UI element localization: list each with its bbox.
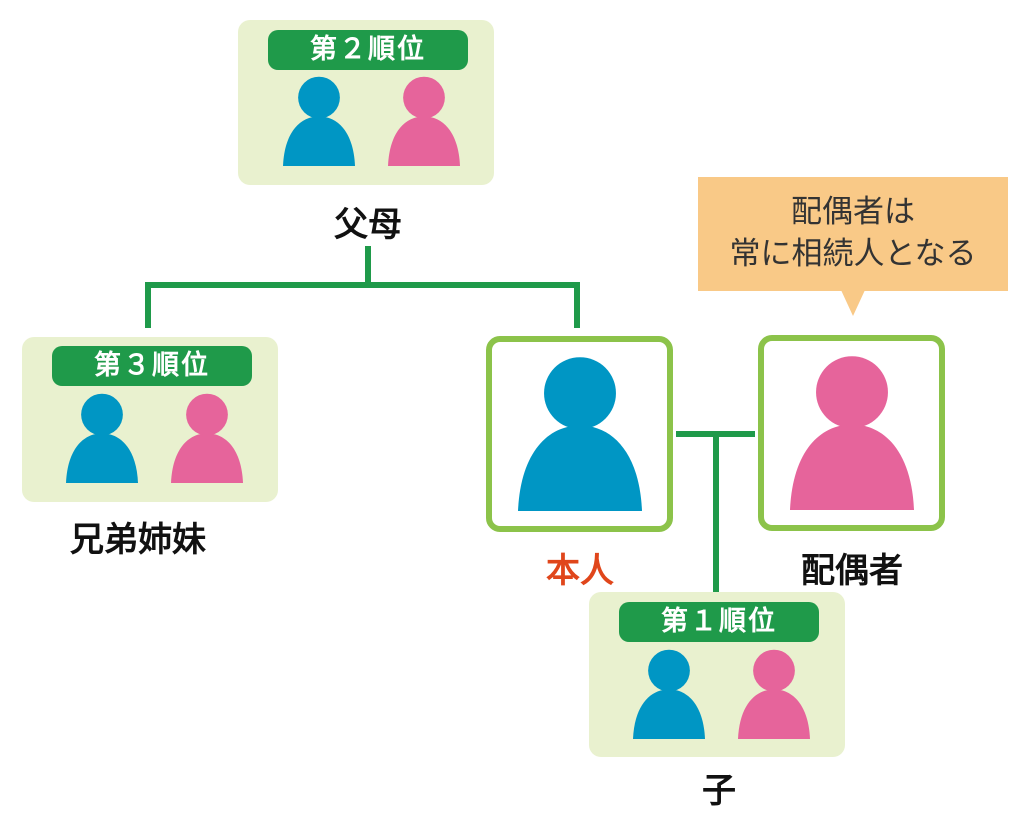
self-label: 本人 (546, 551, 614, 591)
parents-priority-badge: 第２順位 (268, 30, 468, 70)
siblings-priority-badge: 第３順位 (52, 346, 252, 386)
person-head (648, 649, 690, 692)
son-icon (633, 649, 705, 739)
spouse-callout: 配偶者は 常に相続人となる (698, 177, 1008, 291)
person-head (544, 357, 616, 430)
brother-icon (66, 393, 138, 483)
parents-label: 父母 (334, 205, 402, 245)
children-label: 子 (702, 771, 736, 811)
person-body (283, 116, 355, 166)
person-head (298, 76, 340, 119)
mother-icon (388, 76, 460, 166)
person-head (816, 356, 888, 429)
daughter-icon (738, 649, 810, 739)
callout-line-1: 配偶者は (791, 194, 915, 230)
spouse-label: 配偶者 (801, 551, 903, 591)
sister-icon (171, 393, 243, 483)
person-body (388, 116, 460, 166)
person-body (738, 689, 810, 739)
person-body (171, 433, 243, 483)
person-body (66, 433, 138, 483)
person-head (186, 393, 228, 436)
person-body (518, 425, 642, 511)
self-person-icon (518, 357, 642, 511)
person-body (633, 689, 705, 739)
callout-line-2: 常に相続人となる (729, 236, 977, 272)
person-head (753, 649, 795, 692)
spouse-person-icon (790, 356, 914, 510)
father-icon (283, 76, 355, 166)
children-priority-badge: 第１順位 (619, 602, 819, 642)
person-head (81, 393, 123, 436)
person-body (790, 424, 914, 510)
siblings-label: 兄弟姉妹 (70, 520, 206, 560)
callout-tail (841, 290, 865, 316)
person-head (403, 76, 445, 119)
